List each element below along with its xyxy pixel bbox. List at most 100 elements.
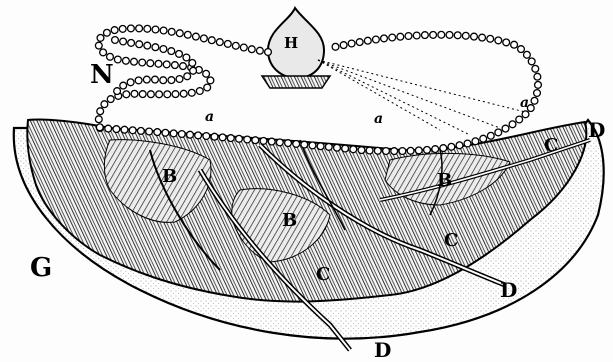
bead [136,25,143,32]
bead [216,39,223,46]
bead [462,32,469,39]
bead [268,138,275,145]
bead [399,148,406,155]
bead [160,77,167,84]
bead [105,125,112,132]
bead [127,79,134,86]
bead [97,108,104,115]
bead [114,56,121,63]
bead [160,27,167,34]
bead [534,90,541,97]
bead [184,31,191,38]
bead [203,70,210,77]
bead [528,58,535,65]
bead [195,132,202,139]
bead [172,62,179,69]
bead [487,35,494,42]
bead [154,129,161,136]
bead [374,147,381,154]
bead [397,33,404,40]
bead [208,37,215,44]
bead [301,141,308,148]
bead [128,40,135,47]
bead [184,73,191,80]
bead [534,73,541,80]
bead [356,39,363,46]
bead [190,67,197,74]
bead [176,76,183,83]
bead [138,127,145,134]
bead [112,37,119,44]
bead [170,130,177,137]
bead [104,29,111,36]
bead [432,146,439,153]
label-n: N [90,62,114,88]
bead [95,42,102,49]
bead [146,128,153,135]
bead [131,58,138,65]
bead [293,141,300,148]
bead [244,136,251,143]
bead [219,134,226,141]
bead [189,60,196,67]
bead [107,96,114,103]
bead [342,145,349,152]
bead [502,125,509,132]
bead [100,49,107,56]
bead [531,97,538,104]
bead [203,133,210,140]
bead [204,84,211,91]
label-g: G [30,255,52,281]
bead [207,77,214,84]
bead [348,40,355,47]
bead [120,38,127,45]
bead [148,91,155,98]
bead [522,111,529,118]
label-d-bottom: D [374,340,391,360]
bead [532,65,539,72]
bead [147,60,154,67]
bead [381,35,388,42]
bead [415,147,422,154]
bead [257,47,264,54]
label-b-right: B [437,172,452,190]
bead [196,88,203,95]
bead [131,90,138,97]
bead [495,37,502,44]
label-b-center: B [282,212,297,230]
bead [101,101,108,108]
bead [156,91,163,98]
bead [389,34,396,41]
bead [201,35,208,42]
bead [119,26,126,33]
bead [135,77,142,84]
bead [129,127,136,134]
bead [227,135,234,142]
bead [139,91,146,98]
bead [424,147,431,154]
bead [422,32,429,39]
bead [511,41,518,48]
bead [160,46,167,53]
bead [162,129,169,136]
bead [97,35,104,42]
bead [163,61,170,68]
bead [168,77,175,84]
bead [383,148,390,155]
bead [180,63,187,70]
bead [366,147,373,154]
bead [248,46,255,53]
bead [446,32,453,39]
bead [413,32,420,39]
bead [495,129,502,136]
bead [164,91,171,98]
bead [111,27,118,34]
bead [440,145,447,152]
bead [211,133,218,140]
bead [364,37,371,44]
label-c-right: C [544,137,558,155]
bead [144,42,151,49]
bead [95,116,102,123]
